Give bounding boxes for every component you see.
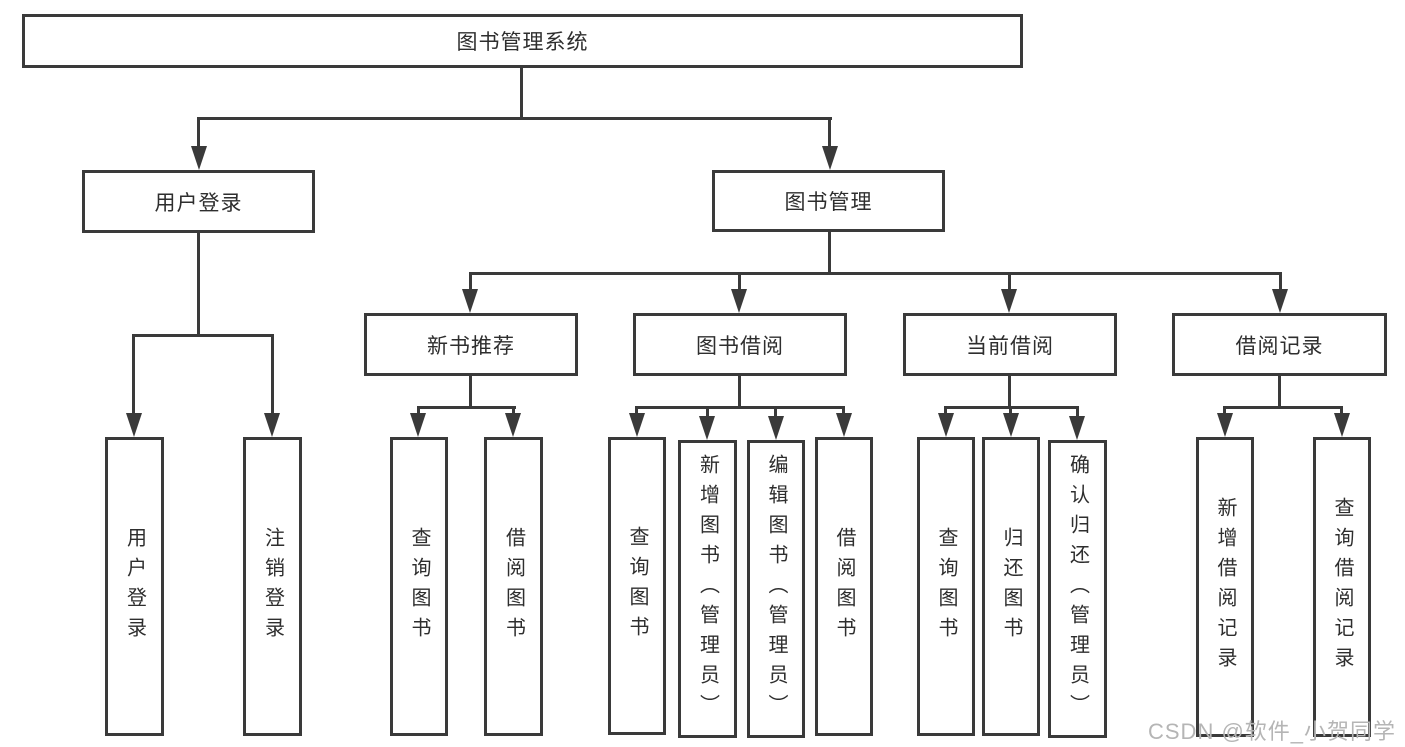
arrowhead xyxy=(938,413,954,437)
node-book-borrow: 图书借阅 xyxy=(633,313,847,376)
connector xyxy=(635,406,845,409)
leaf-label: 注销登录 xyxy=(261,526,284,647)
arrowhead xyxy=(462,289,478,313)
connector xyxy=(635,406,638,416)
leaf-add-borrow-record: 新增借阅记录 xyxy=(1196,437,1254,737)
connector xyxy=(944,406,947,416)
leaf-label: 编辑图书（管理员） xyxy=(765,454,787,724)
arrowhead xyxy=(768,416,784,440)
arrowhead xyxy=(1334,413,1350,437)
node-label: 图书管理 xyxy=(784,191,873,214)
arrowhead xyxy=(836,413,852,437)
connector xyxy=(1008,376,1011,408)
arrowhead xyxy=(1001,289,1017,313)
leaf-confirm-return-admin: 确认归还（管理员） xyxy=(1048,440,1107,738)
arrowhead xyxy=(191,146,207,170)
arrowhead xyxy=(1003,413,1019,437)
connector xyxy=(417,406,516,409)
node-label: 新书推荐 xyxy=(427,334,515,358)
leaf-label: 查询图书 xyxy=(626,526,648,646)
connector xyxy=(828,232,831,275)
node-label: 借阅记录 xyxy=(1235,334,1324,358)
leaf-label: 确认归还（管理员） xyxy=(1066,454,1089,724)
leaf-label: 用户登录 xyxy=(123,526,146,647)
arrowhead xyxy=(505,413,521,437)
arrowhead xyxy=(410,413,426,437)
connector xyxy=(1340,406,1343,416)
connector xyxy=(1223,406,1226,416)
leaf-borrow-books-recommend: 借阅图书 xyxy=(484,437,543,736)
leaf-query-borrow-record: 查询借阅记录 xyxy=(1313,437,1371,737)
arrowhead xyxy=(126,413,142,437)
connector xyxy=(1279,272,1282,293)
connector xyxy=(1223,406,1343,409)
node-system-root: 图书管理系统 xyxy=(22,14,1023,68)
connector xyxy=(842,406,845,416)
leaf-label: 查询图书 xyxy=(408,526,430,647)
connector xyxy=(469,376,472,408)
arrowhead xyxy=(264,413,280,437)
connector xyxy=(132,334,135,416)
node-label: 图书管理系统 xyxy=(456,31,589,54)
connector xyxy=(706,406,709,416)
node-new-book-recommend: 新书推荐 xyxy=(364,313,578,376)
connector xyxy=(774,406,777,416)
connector xyxy=(197,233,200,337)
node-current-borrow: 当前借阅 xyxy=(903,313,1117,376)
arrowhead xyxy=(1272,289,1288,313)
node-label: 用户登录 xyxy=(154,191,243,215)
node-book-management: 图书管理 xyxy=(712,170,945,232)
leaf-query-books-borrow: 查询图书 xyxy=(608,437,666,735)
leaf-label: 新增图书（管理员） xyxy=(696,454,719,724)
leaf-label: 查询借阅记录 xyxy=(1331,497,1353,677)
arrowhead xyxy=(1069,416,1085,440)
arrowhead xyxy=(1217,413,1233,437)
arrowhead xyxy=(731,289,747,313)
connector xyxy=(469,272,1282,275)
connector xyxy=(512,406,515,416)
leaf-label: 借阅图书 xyxy=(502,526,525,647)
leaf-add-book-admin: 新增图书（管理员） xyxy=(678,440,737,738)
arrowhead xyxy=(699,416,715,440)
connector xyxy=(132,334,274,337)
leaf-user-login: 用户登录 xyxy=(105,437,164,736)
connector xyxy=(271,334,274,416)
arrowhead xyxy=(822,146,838,170)
connector xyxy=(1008,272,1011,293)
connector xyxy=(1278,376,1281,408)
leaf-label: 归还图书 xyxy=(1000,526,1022,647)
connector xyxy=(738,376,741,408)
node-label: 当前借阅 xyxy=(966,334,1054,358)
leaf-borrow-books: 借阅图书 xyxy=(815,437,873,736)
leaf-label: 新增借阅记录 xyxy=(1214,497,1236,677)
leaf-label: 查询图书 xyxy=(935,526,957,647)
connector xyxy=(469,272,472,293)
connector xyxy=(828,117,831,151)
node-user-login: 用户登录 xyxy=(82,170,315,233)
node-label: 图书借阅 xyxy=(696,334,784,358)
leaf-logout: 注销登录 xyxy=(243,437,302,736)
arrowhead xyxy=(629,413,645,437)
leaf-edit-book-admin: 编辑图书（管理员） xyxy=(747,440,805,738)
csdn-watermark: CSDN @软件_小贺同学 xyxy=(1148,719,1397,744)
connector xyxy=(417,406,420,416)
connector xyxy=(1076,406,1079,416)
connector xyxy=(198,117,832,120)
connector xyxy=(738,272,741,293)
connector xyxy=(1009,406,1012,416)
leaf-return-book: 归还图书 xyxy=(982,437,1040,736)
connector xyxy=(197,117,200,151)
leaf-label: 借阅图书 xyxy=(833,526,855,647)
connector xyxy=(520,67,523,119)
leaf-query-books-recommend: 查询图书 xyxy=(390,437,448,736)
node-borrow-records: 借阅记录 xyxy=(1172,313,1387,376)
leaf-query-books-current: 查询图书 xyxy=(917,437,975,736)
